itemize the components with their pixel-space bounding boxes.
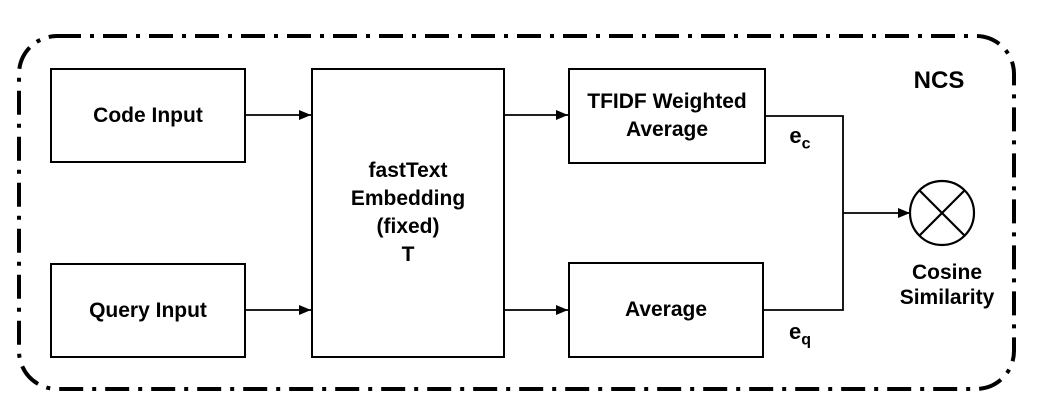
label-cosine-similarity: Cosine Similarity [899,261,995,309]
node-code-input: Code Input [50,68,246,163]
node-tfidf-weighted-average: TFIDF Weighted Average [568,68,766,164]
label-eq: eq [779,319,821,348]
node-query-input-label: Query Input [89,298,207,322]
node-average: Average [568,262,764,358]
circled-times-icon [908,179,976,247]
label-eq-sub: q [801,331,812,349]
node-tfidf-weighted-average-label: TFIDF Weighted Average [587,90,747,141]
node-query-input: Query Input [50,263,246,358]
ncs-boundary [17,34,1016,391]
node-fasttext-embedding: fastText Embedding (fixed) T [311,68,505,358]
diagram-title: NCS [913,67,965,94]
label-ec: ec [779,123,821,152]
label-ec-sub: c [801,135,811,153]
node-code-input-label: Code Input [93,103,203,127]
node-fasttext-embedding-label: fastText Embedding (fixed) T [350,159,466,266]
node-average-label: Average [624,298,708,321]
label-eq-base: e [788,319,802,344]
label-ec-base: e [789,123,802,148]
